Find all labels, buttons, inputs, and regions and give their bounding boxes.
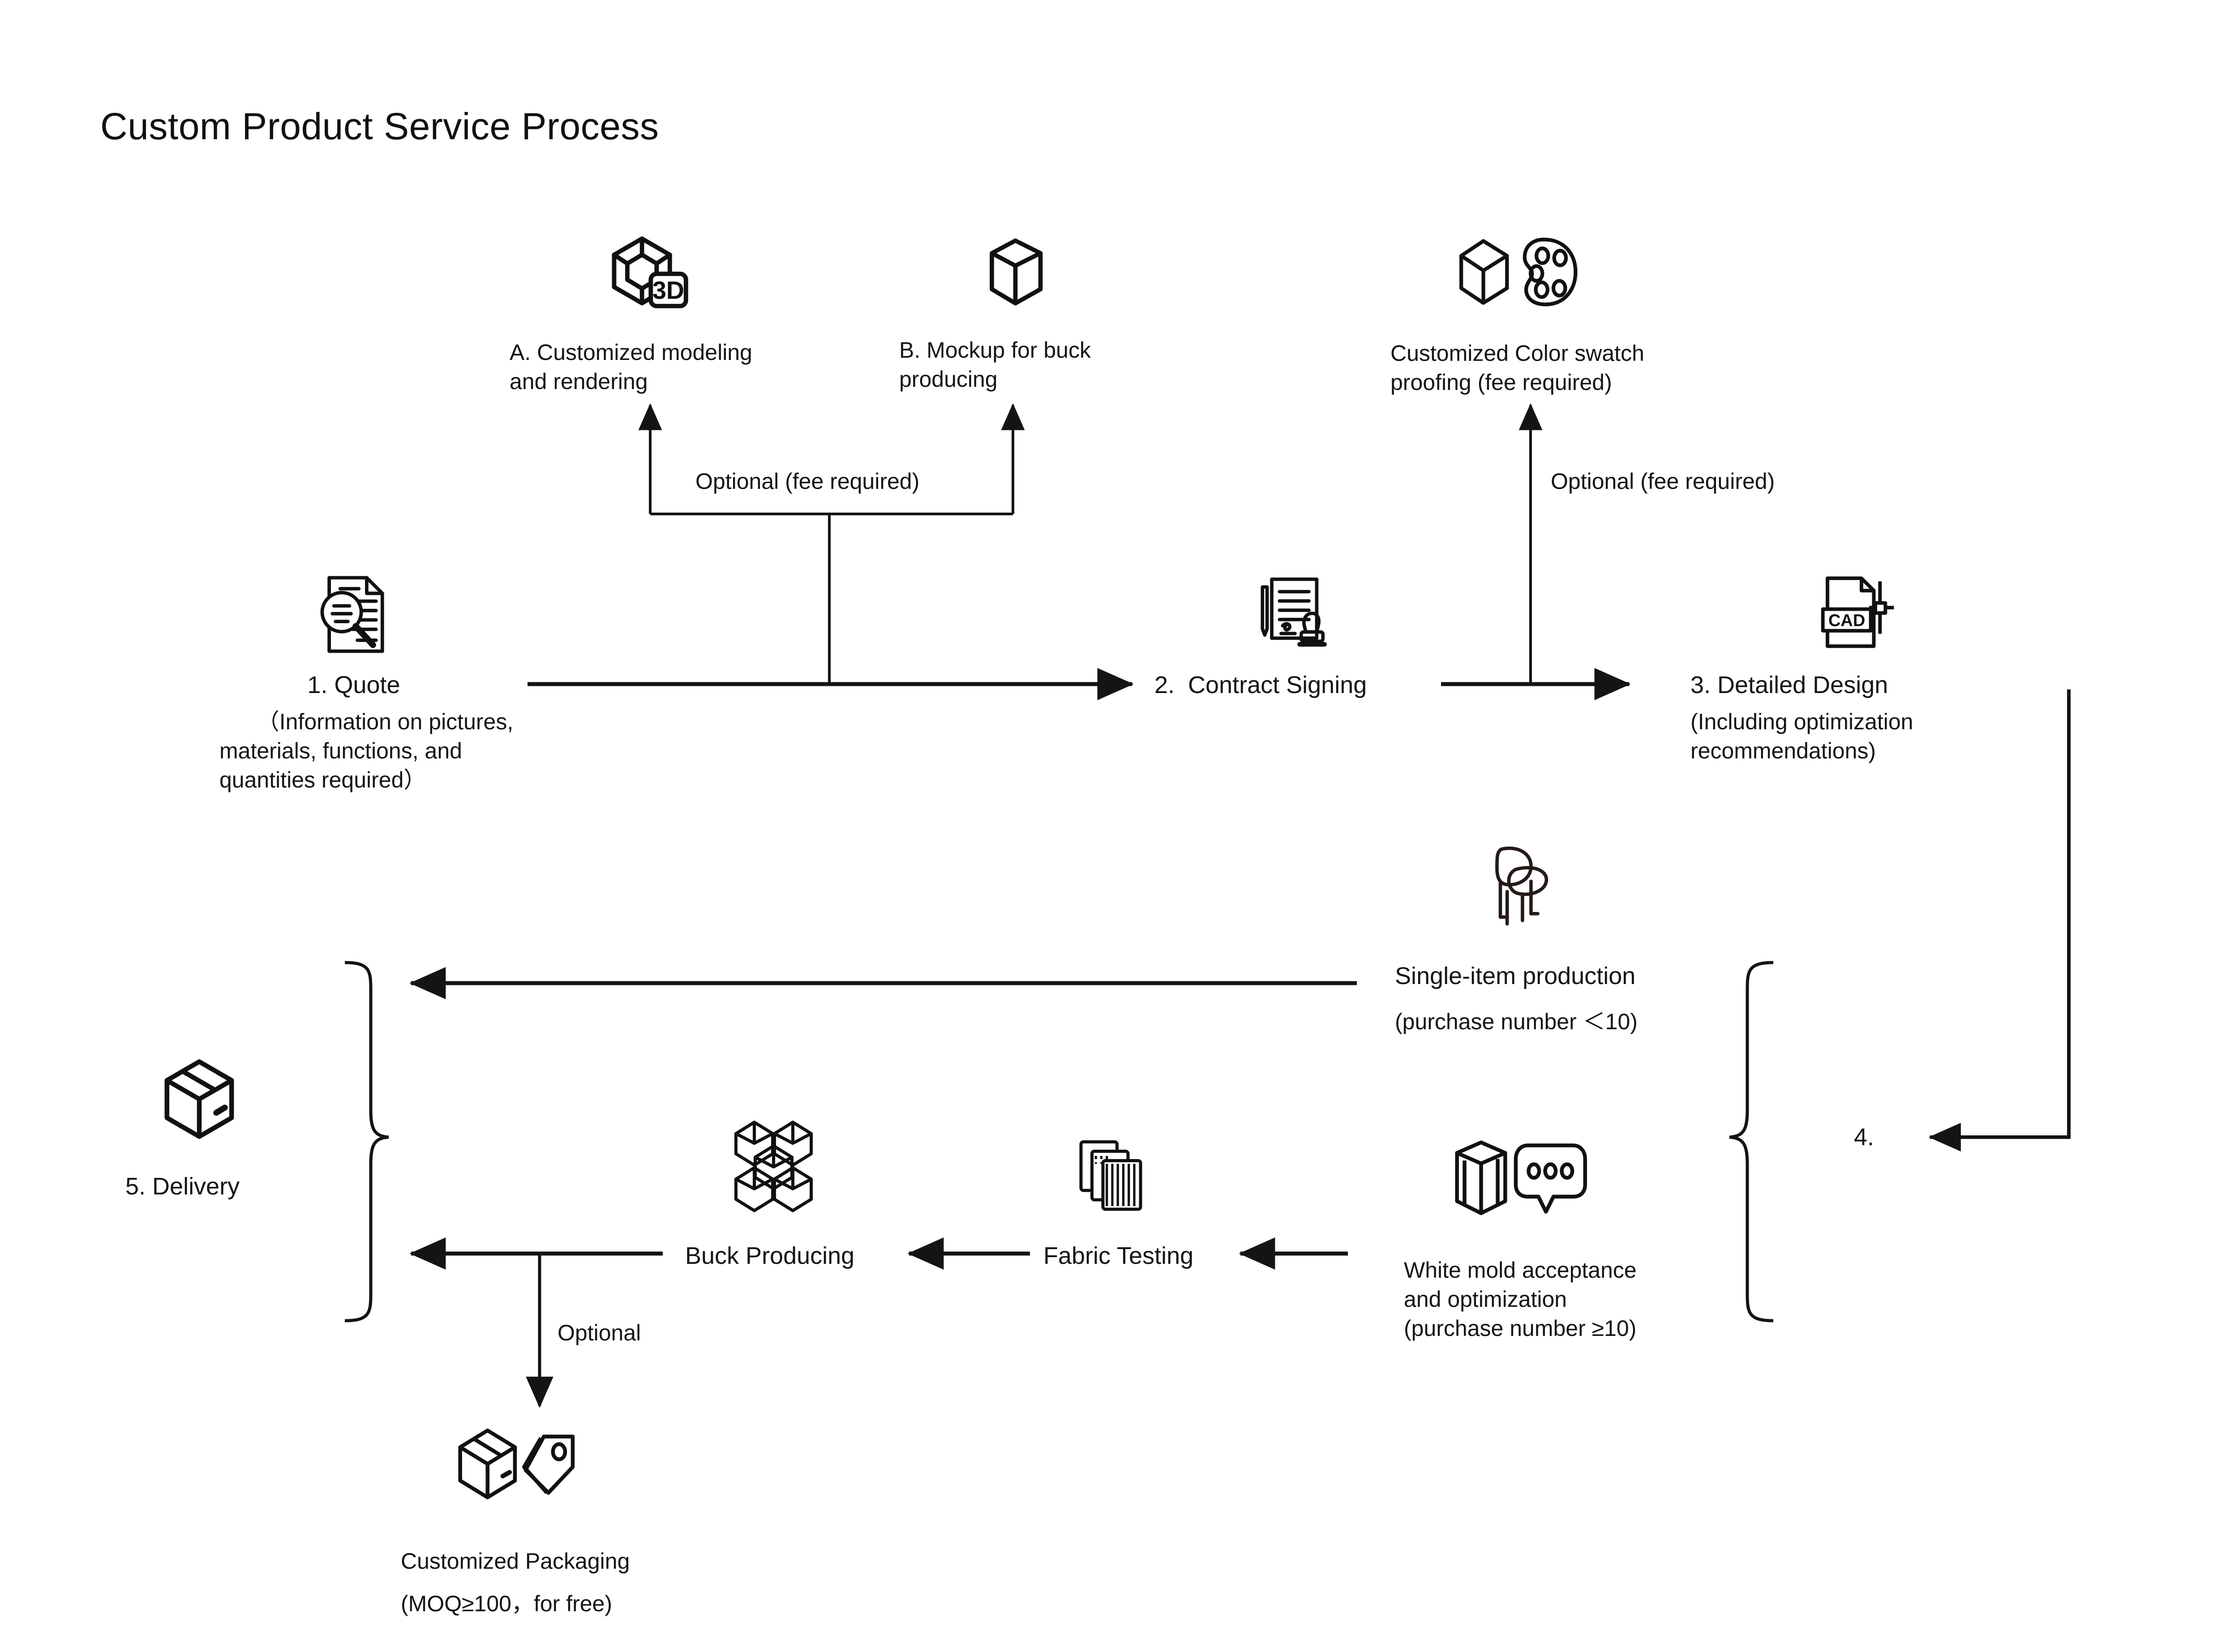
cube-3d-icon: 3D [612,236,688,308]
node-quote-sub-line3: quantities required） [219,767,426,792]
wireframe-box-chat-icon [1455,1140,1587,1215]
node-single-item-label-line2: (purchase number ＜10) [1395,1009,1638,1034]
node-quote-sub-line2: materials, functions, and [219,738,462,763]
wireframe-cube-icon [990,238,1043,306]
edge-label-optional-fee-left: Optional (fee required) [695,469,920,494]
node-mockup-label-line1: B. Mockup for buck [899,338,1091,363]
node-color-swatch-label-line2: proofing (fee required) [1390,370,1612,395]
edge-label-optional-fee-right: Optional (fee required) [1551,469,1775,494]
node-white-mold-label-line2: and optimization [1404,1287,1567,1312]
contract-stamp-icon [1261,578,1327,647]
node-design-sub-line2: recommendations) [1690,738,1876,763]
node-modeling-label-line2: and rendering [510,369,648,394]
chair-icon [1495,847,1548,926]
node-quote-sub-line1: （Information on pictures, [257,709,514,734]
document-search-icon [320,576,384,653]
node-white-mold-label-line3: (purchase number ≥10) [1404,1316,1637,1341]
node-mockup-label-line2: producing [899,367,998,392]
node-contract-title: 2. Contract Signing [1154,672,1367,698]
node-quote-title: 1. Quote [307,672,400,698]
cube-palette-icon [1459,237,1578,307]
node-packaging-label-line2: (MOQ≥100，for free) [401,1591,612,1616]
page-title: Custom Product Service Process [100,105,659,147]
svg-text:3D: 3D [652,276,684,304]
node-fabric-testing-label: Fabric Testing [1043,1242,1194,1269]
edge-label-optional-packaging: Optional [558,1320,641,1345]
cad-file-icon: CAD [1821,576,1894,648]
node-design-title: 3. Detailed Design [1690,672,1888,698]
stacked-cubes-icon [734,1121,813,1212]
stage-four-label: 4. [1854,1124,1874,1151]
node-design-sub-line1: (Including optimization [1690,709,1913,734]
node-buck-producing-label: Buck Producing [685,1242,855,1269]
node-delivery-title: 5. Delivery [125,1173,240,1200]
package-box-icon [164,1059,234,1139]
node-modeling-label-line1: A. Customized modeling [510,340,752,365]
node-color-swatch-label-line1: Customized Color swatch [1390,341,1644,366]
fabric-swatches-icon [1079,1140,1142,1211]
node-packaging-label-line1: Customized Packaging [401,1549,630,1574]
node-white-mold-label-line1: White mold acceptance [1404,1258,1637,1283]
box-tag-icon [458,1428,575,1499]
node-single-item-label-line1: Single-item production [1395,963,1636,989]
svg-text:CAD: CAD [1828,612,1865,630]
